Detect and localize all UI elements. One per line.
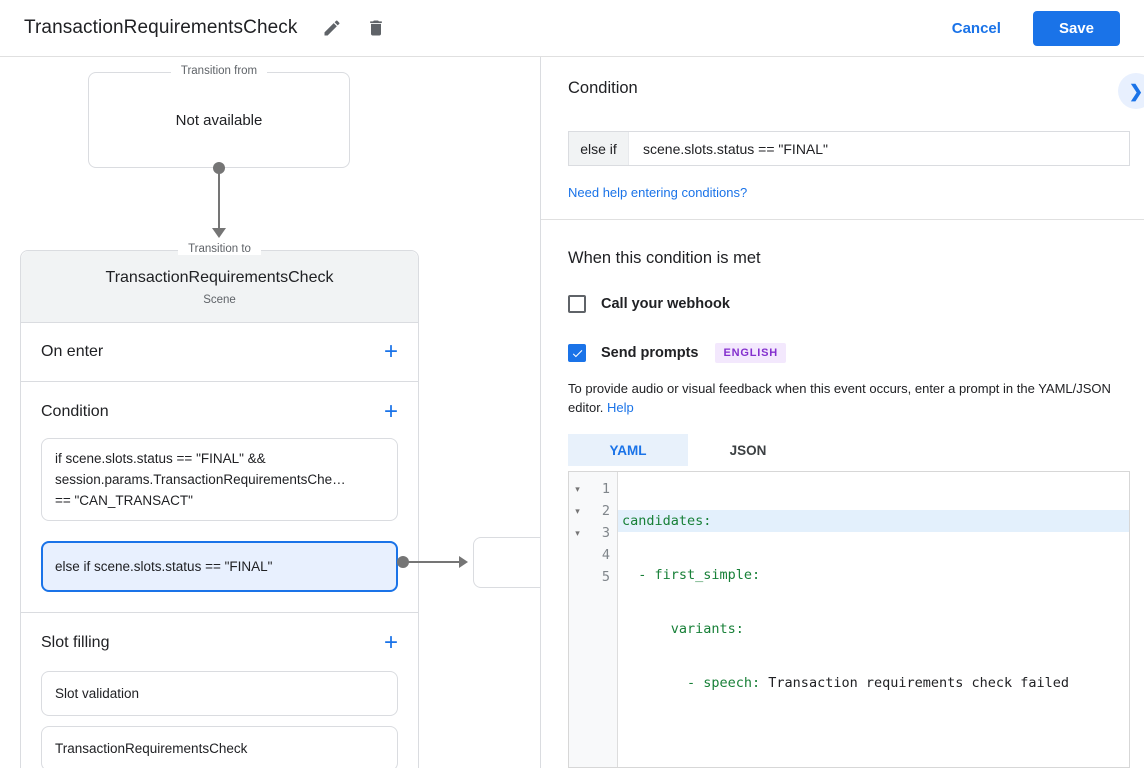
chevron-right-icon: ❯: [1128, 81, 1144, 101]
send-prompts-label: Send prompts: [601, 345, 699, 361]
pencil-icon: [322, 18, 342, 38]
editor-format-tabs: YAML JSON: [568, 434, 1130, 466]
slot-filling-section: Slot filling + Slot validation Transacti…: [21, 612, 418, 768]
condition-expression-input[interactable]: [629, 132, 1129, 165]
line-number: 3: [601, 525, 610, 541]
conditions-help-link[interactable]: Need help entering conditions?: [568, 185, 748, 200]
slot-item-transaction[interactable]: TransactionRequirementsCheck: [41, 726, 398, 768]
call-webhook-row: Call your webhook: [568, 295, 1130, 313]
send-prompts-checkbox[interactable]: [568, 344, 586, 362]
scene-card-title: TransactionRequirementsCheck: [105, 269, 334, 286]
panel-divider: [541, 219, 1144, 220]
send-prompts-row: Send prompts ENGLISH: [568, 343, 1130, 363]
add-on-enter-icon[interactable]: +: [383, 338, 398, 365]
arrow-right-icon: [459, 556, 468, 568]
slot-item-validation[interactable]: Slot validation: [41, 671, 398, 716]
panel-title: Condition: [568, 79, 638, 97]
yaml-code-editor[interactable]: ▾ 1 ▾ 2 ▾ 3 4 5: [568, 471, 1130, 768]
page-title: TransactionRequirementsCheck: [24, 17, 298, 38]
when-condition-met-title: When this condition is met: [568, 249, 761, 267]
add-condition-icon[interactable]: +: [383, 398, 398, 425]
line-number: 1: [601, 481, 610, 497]
tab-yaml[interactable]: YAML: [568, 434, 688, 466]
fold-toggle-icon[interactable]: ▾: [575, 505, 580, 516]
checkmark-icon: [572, 349, 582, 357]
trash-icon: [366, 18, 386, 38]
code-line-active: candidates:: [618, 510, 1129, 532]
language-badge: ENGLISH: [715, 343, 786, 363]
tab-json[interactable]: JSON: [688, 434, 808, 466]
condition-item-1[interactable]: if scene.slots.status == "FINAL" && sess…: [41, 438, 398, 521]
on-enter-row[interactable]: On enter +: [21, 323, 418, 381]
line-number: 2: [601, 503, 610, 519]
transition-from-node: Transition from Not available: [88, 65, 350, 168]
scene-card-subtitle: Scene: [203, 294, 236, 306]
line-number: 4: [601, 547, 610, 563]
scene-diagram-canvas: Transition from Not available Transition…: [0, 57, 540, 768]
cancel-button[interactable]: Cancel: [951, 19, 1001, 37]
transition-target-node[interactable]: [473, 537, 540, 588]
on-enter-label: On enter: [41, 343, 104, 360]
edit-scene-button[interactable]: [322, 18, 342, 38]
editor-help-link[interactable]: Help: [607, 400, 634, 415]
main-area: Transition from Not available Transition…: [0, 57, 1144, 768]
arrow-down-icon: [212, 228, 226, 238]
slot-filling-label: Slot filling: [41, 634, 110, 651]
connector-line-horizontal: [403, 561, 460, 563]
editor-code-area[interactable]: candidates: - first_simple: variants: - …: [618, 472, 1129, 767]
code-line: - first_simple:: [622, 567, 761, 583]
fold-toggle-icon[interactable]: ▾: [575, 527, 580, 538]
fold-toggle-icon[interactable]: ▾: [575, 483, 580, 494]
condition-section: Condition + if scene.slots.status == "FI…: [21, 381, 418, 612]
condition-prefix-label: else if: [569, 132, 629, 165]
add-slot-icon[interactable]: +: [383, 629, 398, 656]
code-line: variants:: [622, 621, 744, 637]
collapse-panel-button[interactable]: ❯: [1118, 73, 1144, 109]
connector-line-vertical: [218, 168, 220, 229]
delete-scene-button[interactable]: [366, 18, 386, 38]
line-number: 5: [601, 569, 610, 585]
save-button[interactable]: Save: [1032, 10, 1120, 46]
top-bar: TransactionRequirementsCheck Cancel Save: [0, 0, 1144, 57]
condition-section-label: Condition: [41, 403, 109, 420]
scene-card: Transition to TransactionRequirementsChe…: [20, 243, 419, 768]
call-webhook-checkbox[interactable]: [568, 295, 586, 313]
code-line: [618, 726, 1129, 748]
code-line: - speech: Transaction requirements check…: [622, 675, 1070, 691]
editor-gutter: ▾ 1 ▾ 2 ▾ 3 4 5: [569, 472, 618, 767]
transition-from-content: Not available: [175, 111, 263, 129]
condition-editor-panel: ❯ Condition else if Need help entering c…: [540, 57, 1144, 768]
condition-input-row: else if: [568, 131, 1130, 166]
transition-from-legend: Transition from: [89, 65, 349, 77]
call-webhook-label: Call your webhook: [601, 296, 730, 312]
prompt-editor-description: To provide audio or visual feedback when…: [568, 381, 1111, 415]
condition-item-2-selected[interactable]: else if scene.slots.status == "FINAL": [41, 541, 398, 592]
scene-card-header: TransactionRequirementsCheck Scene: [21, 251, 418, 323]
